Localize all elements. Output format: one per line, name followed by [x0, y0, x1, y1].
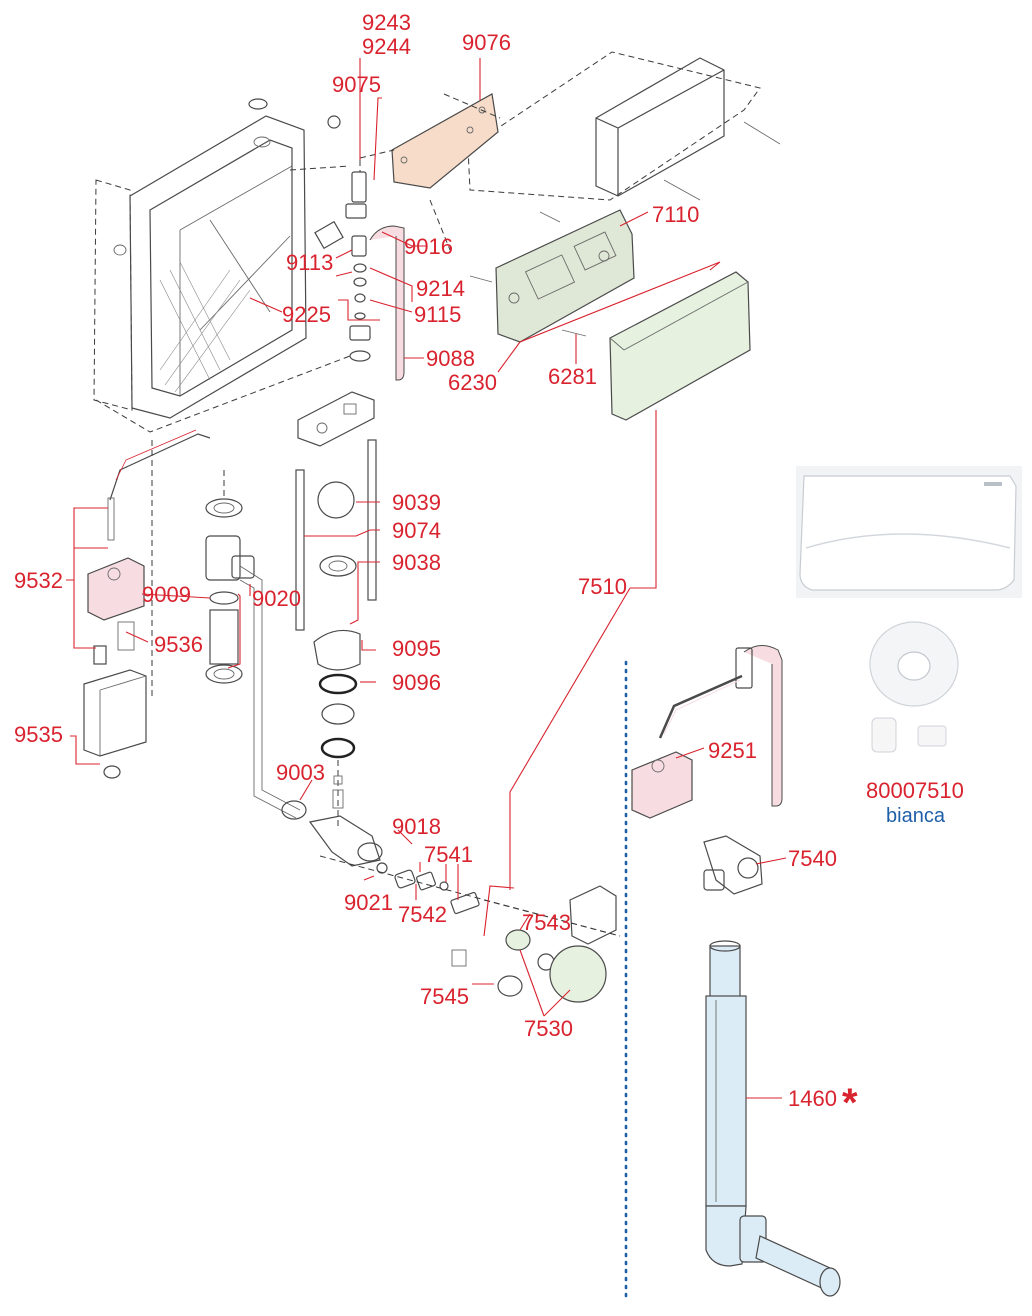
label-7510: 7510 [578, 574, 627, 599]
variant-code: 80007510 [866, 778, 964, 803]
valve-7540 [703, 835, 763, 895]
label-9076: 9076 [462, 30, 511, 55]
label-7540: 7540 [788, 846, 837, 871]
flush-knob-photo [869, 621, 959, 753]
label-9095: 9095 [392, 636, 441, 661]
label-7543: 7543 [522, 910, 571, 935]
label-1460: 1460 [788, 1086, 837, 1111]
variant-color-name: bianca [886, 805, 946, 827]
cistern-mesh [159, 261, 251, 393]
label-9018: 9018 [392, 814, 441, 839]
label-9535: 9535 [14, 722, 63, 747]
refill-valve-right [631, 645, 783, 819]
label-9251: 9251 [708, 738, 757, 763]
label-9532: 9532 [14, 568, 63, 593]
label-9096: 9096 [392, 670, 441, 695]
label-9115: 9115 [414, 302, 461, 327]
part-labels: 9243 9244 9076 9075 7110 9016 9113 9214 … [14, 10, 964, 1125]
label-9214: 9214 [416, 276, 465, 301]
label-7530: 7530 [524, 1016, 573, 1041]
drain-tube [205, 470, 301, 819]
cistern-body [93, 98, 351, 433]
label-7542: 7542 [398, 902, 447, 927]
flush-plate-photo [796, 466, 1022, 598]
valve-assembly [289, 140, 405, 381]
label-9244: 9244 [362, 34, 411, 59]
mounting-frame-7110 [469, 209, 635, 343]
asterisk-marker: * [842, 1081, 858, 1125]
label-9016: 9016 [404, 234, 453, 259]
label-9113: 9113 [286, 250, 333, 275]
label-9243: 9243 [362, 10, 411, 35]
label-6281: 6281 [548, 364, 597, 389]
refill-valve-left [83, 429, 211, 779]
leader-lines [66, 58, 787, 1099]
label-9021: 9021 [344, 890, 393, 915]
label-9009: 9009 [142, 582, 191, 607]
label-9039: 9039 [392, 490, 441, 515]
label-9020: 9020 [252, 586, 301, 611]
label-9038: 9038 [392, 550, 441, 575]
label-9536: 9536 [154, 632, 203, 657]
label-9088: 9088 [426, 346, 475, 371]
label-9003: 9003 [276, 760, 325, 785]
label-9225: 9225 [282, 302, 331, 327]
cover-box [467, 51, 781, 201]
label-9075: 9075 [332, 72, 381, 97]
label-7545: 7545 [420, 984, 469, 1009]
flush-button-7510 [609, 271, 751, 421]
label-6230: 6230 [448, 370, 497, 395]
label-7110: 7110 [652, 202, 699, 227]
flush-valve-mechanism [281, 800, 621, 1003]
front-plate-9076 [359, 93, 501, 251]
overflow-column [295, 391, 377, 830]
label-7541: 7541 [424, 842, 473, 867]
label-9074: 9074 [392, 518, 441, 543]
pipe-1460 [705, 940, 841, 1297]
